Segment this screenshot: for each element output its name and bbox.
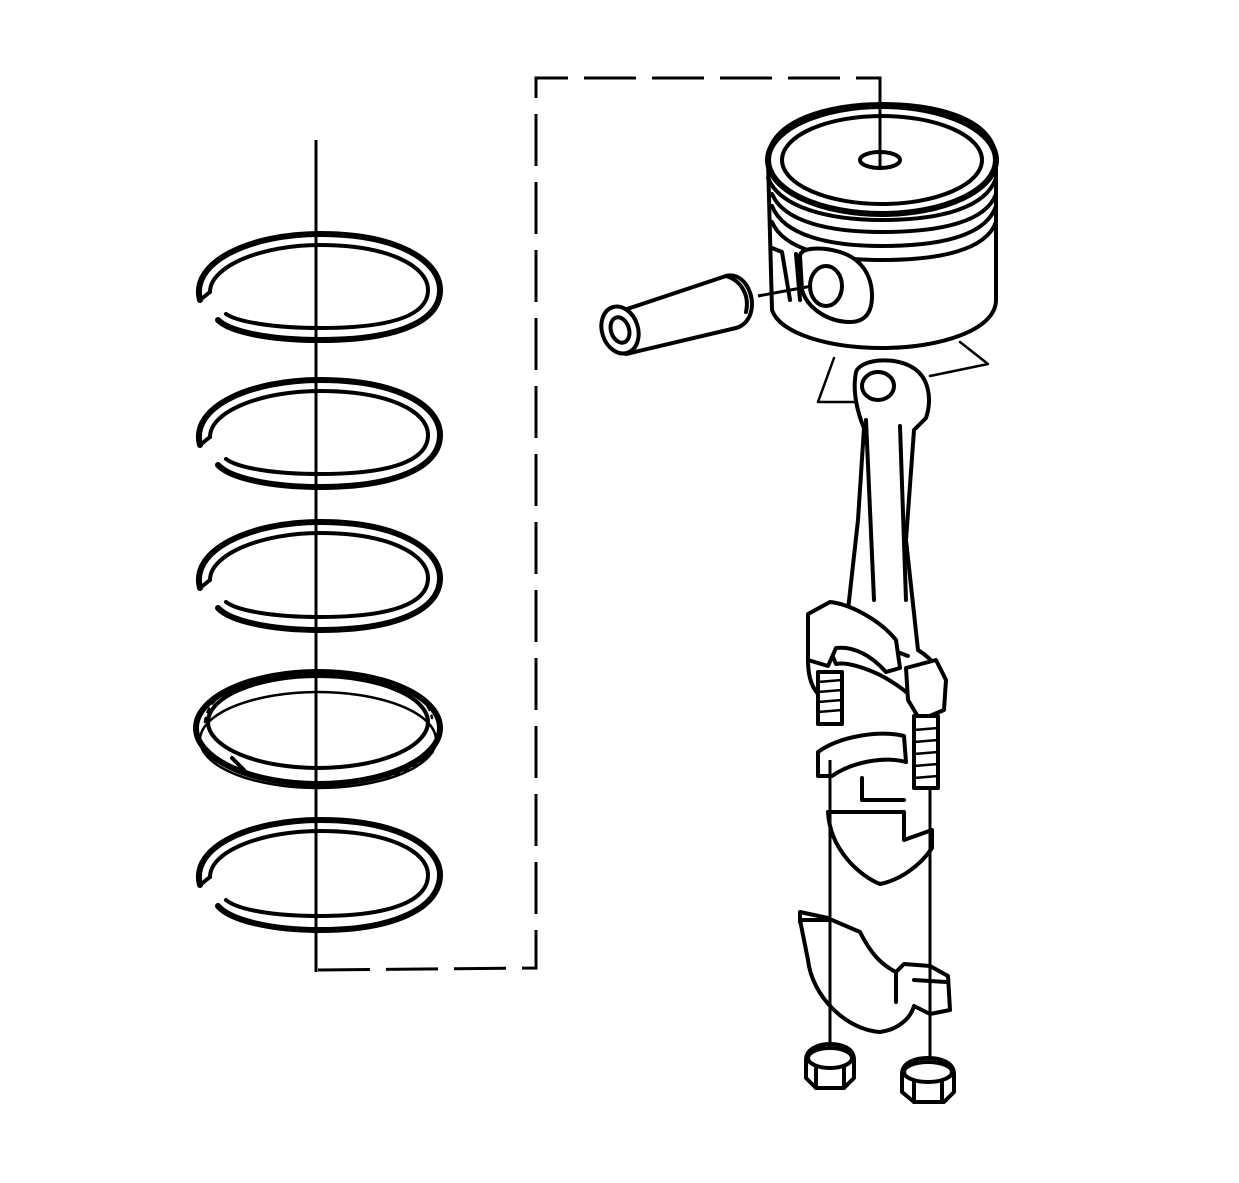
second-compression-ring (195, 377, 443, 490)
connecting-rod (806, 358, 948, 722)
oil-ring-expander (193, 669, 443, 790)
top-compression-ring (195, 231, 443, 343)
connecting-rod-nut (804, 1042, 856, 1090)
connecting-rod-bolt (816, 670, 844, 726)
connecting-rod-bolt (912, 714, 940, 790)
piston-pin (599, 273, 754, 356)
oil-ring-rail-lower (195, 817, 443, 933)
connecting-rod-bearing-upper (816, 731, 934, 886)
connecting-rod-cap (798, 918, 952, 1034)
piston (765, 102, 999, 350)
connecting-rod-nut (900, 1056, 956, 1104)
piston-pin-axis (757, 284, 813, 298)
rod-small-end-indicator (816, 340, 990, 404)
oil-ring-rail-upper (195, 519, 443, 633)
